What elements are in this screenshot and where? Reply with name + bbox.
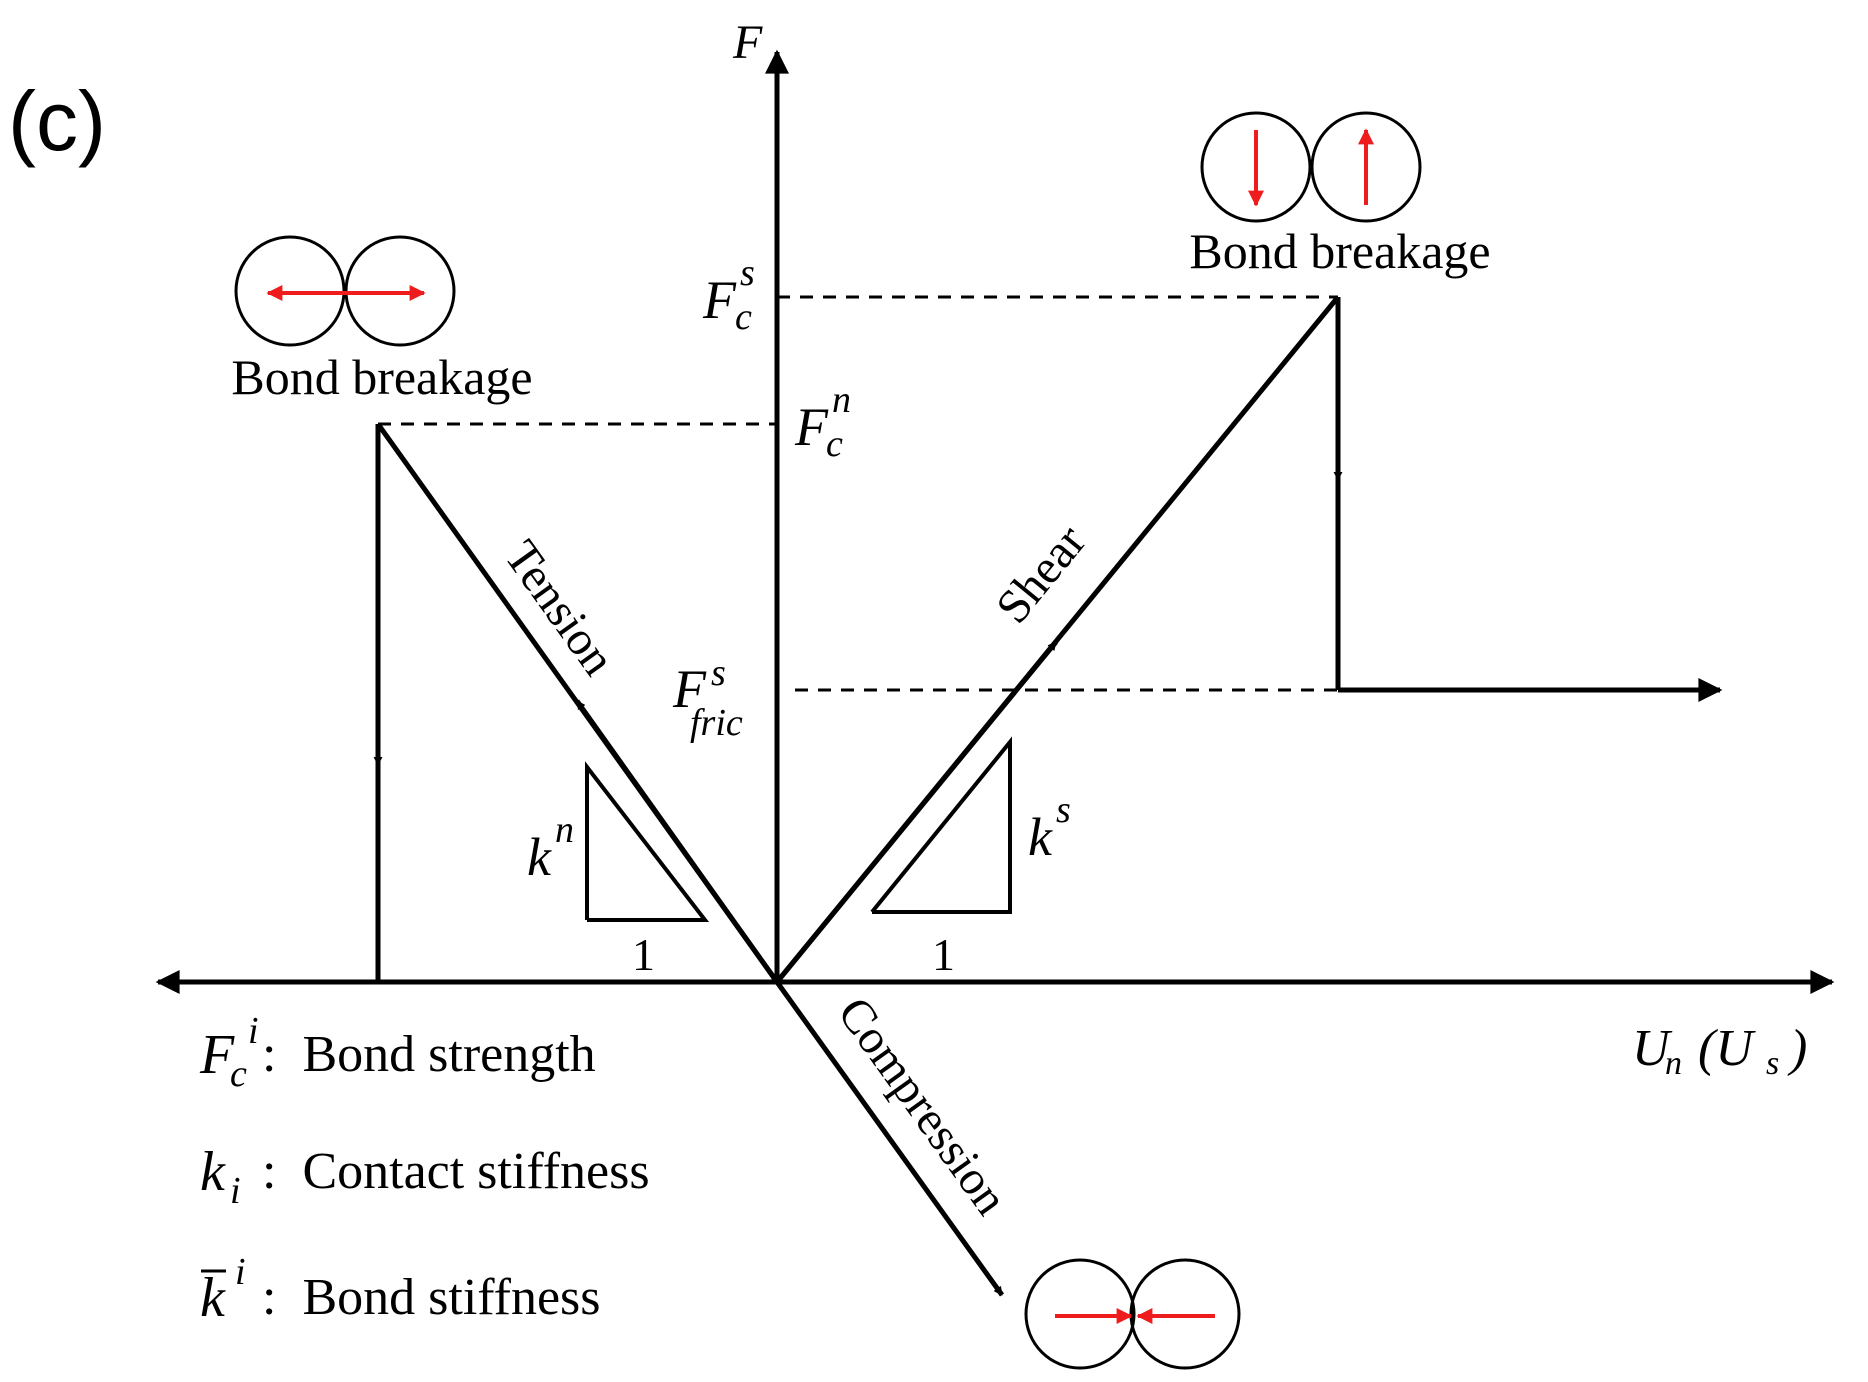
svg-text:n: n xyxy=(555,809,574,851)
svg-text:s: s xyxy=(1056,789,1071,831)
shear-arrow xyxy=(775,640,1058,984)
svg-text:F: F xyxy=(794,397,829,457)
svg-text:): ) xyxy=(1787,1020,1807,1077)
svg-text:k: k xyxy=(200,1267,226,1329)
y-axis-label: F xyxy=(732,16,763,69)
svg-text:c: c xyxy=(230,1053,247,1095)
svg-text:F: F xyxy=(702,270,737,330)
particle-pair-shear xyxy=(1200,111,1422,223)
label-fcs: F c s xyxy=(702,252,755,338)
label-left-bond-breakage: Bond breakage xyxy=(231,349,532,405)
legend-row-bond-strength: F c i : Bond strength xyxy=(199,1010,596,1095)
svg-text:: Contact stiffness: : Contact stiffness xyxy=(262,1143,650,1200)
particle-pair-tension xyxy=(234,235,456,347)
svg-text:F: F xyxy=(672,659,707,719)
axes xyxy=(155,49,1835,994)
particle-left xyxy=(1024,1258,1136,1370)
svg-text:c: c xyxy=(735,296,752,338)
label-kn: k n xyxy=(527,809,574,887)
svg-text:k: k xyxy=(527,827,552,887)
svg-text:(U: (U xyxy=(1698,1020,1756,1077)
panel-label: (c) xyxy=(8,74,106,168)
svg-text:s: s xyxy=(1766,1045,1779,1082)
label-tension: Tension xyxy=(494,531,625,685)
tension-branch xyxy=(373,422,780,984)
svg-text:n: n xyxy=(832,379,851,421)
svg-text:: Bond stiffness: : Bond stiffness xyxy=(262,1269,601,1326)
legend-row-bond-stiffness: k i : Bond stiffness xyxy=(200,1251,601,1329)
legend: F c i : Bond strength k i : Contact stif… xyxy=(199,1010,650,1329)
svg-text:s: s xyxy=(740,252,755,294)
label-compression: Compression xyxy=(827,988,1018,1225)
particle-right xyxy=(1310,111,1422,223)
label-right-bond-breakage: Bond breakage xyxy=(1189,223,1490,279)
svg-text:k: k xyxy=(1028,807,1053,867)
particle-pair-compression xyxy=(1024,1258,1241,1370)
label-ffric: F fric s xyxy=(672,652,743,744)
ks-slope-triangle xyxy=(870,736,1012,914)
shear-branch xyxy=(775,295,1723,984)
label-fcn: F c n xyxy=(794,379,851,465)
compression-line xyxy=(774,980,1005,1297)
svg-text:c: c xyxy=(826,423,843,465)
svg-text:n: n xyxy=(1665,1045,1682,1082)
x-axis-label: U n (U s ) xyxy=(1632,1020,1807,1082)
svg-text:U: U xyxy=(1632,1020,1673,1077)
label-ks: k s xyxy=(1028,789,1071,867)
dashed-levels xyxy=(378,295,1338,692)
label-ks-run: 1 xyxy=(932,929,955,980)
compression-branch xyxy=(774,980,1005,1297)
svg-text:: Bond strength: : Bond strength xyxy=(262,1026,596,1083)
tension-arrow xyxy=(574,699,780,984)
svg-text:i: i xyxy=(235,1251,246,1293)
svg-text:s: s xyxy=(711,652,726,694)
particle-left xyxy=(1200,111,1312,223)
kn-slope-triangle xyxy=(585,761,710,922)
svg-text:fric: fric xyxy=(690,702,743,744)
svg-text:i: i xyxy=(230,1170,241,1212)
legend-row-contact-stiffness: k i : Contact stiffness xyxy=(200,1141,650,1212)
svg-text:i: i xyxy=(248,1010,259,1052)
svg-text:k: k xyxy=(200,1141,226,1203)
svg-text:F: F xyxy=(199,1024,235,1086)
label-kn-run: 1 xyxy=(632,929,655,980)
